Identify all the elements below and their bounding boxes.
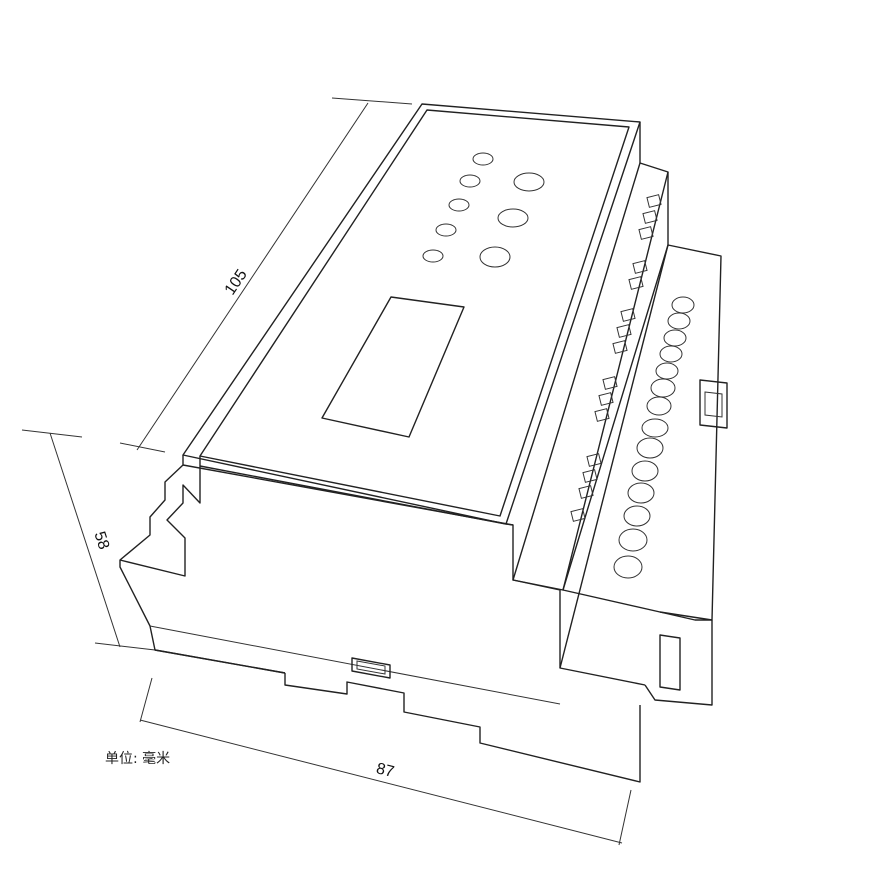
unit-label: 单位: 毫米	[105, 751, 171, 767]
dimension-length-label: 105	[222, 267, 251, 299]
front-body	[119, 455, 641, 783]
display-window	[321, 296, 465, 438]
side-body	[505, 122, 728, 706]
dimension-height: 58	[21, 429, 156, 651]
dimension-width-label: 87	[374, 760, 395, 781]
din-clip	[659, 379, 728, 691]
latch-slot	[351, 657, 391, 679]
top-panel	[182, 103, 641, 525]
dimension-height-label: 58	[90, 530, 112, 552]
dimension-width: 87	[139, 677, 632, 846]
terminal-holes	[613, 296, 695, 579]
dimension-length: 105	[119, 97, 413, 453]
connector-pins	[570, 194, 662, 522]
indicator-holes	[422, 152, 545, 268]
